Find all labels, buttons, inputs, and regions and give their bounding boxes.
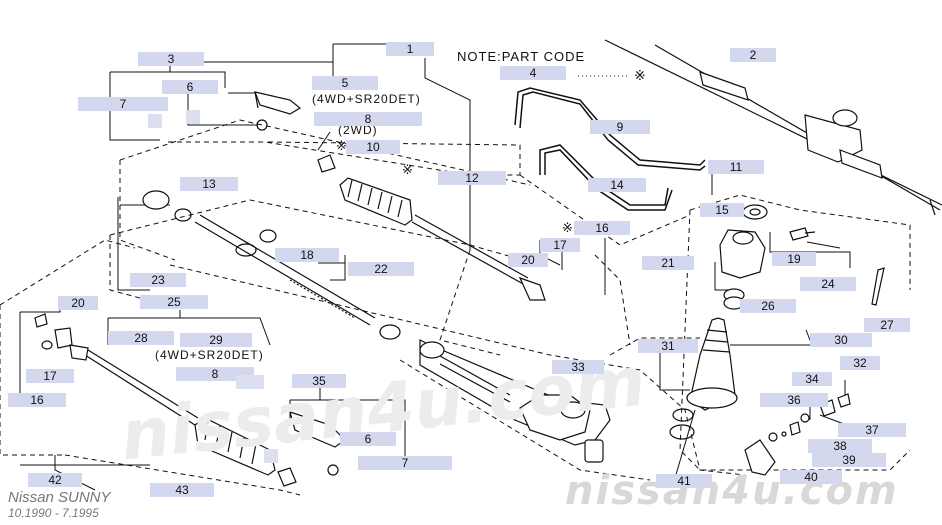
- part-callout-e3[interactable]: [148, 114, 162, 128]
- part-callout-c22[interactable]: 22: [348, 262, 414, 276]
- part-callout-e4[interactable]: [186, 110, 200, 124]
- part-callout-c8a[interactable]: 8: [314, 112, 422, 126]
- part-callout-c20a[interactable]: 20: [508, 253, 548, 267]
- rack-housing: [420, 340, 610, 462]
- part-callout-c33[interactable]: 33: [552, 360, 604, 374]
- part-callout-c16a[interactable]: 16: [574, 221, 630, 235]
- variant-4wd-lower: (4WD+SR20DET): [155, 348, 264, 362]
- part-callout-c12[interactable]: 12: [438, 171, 506, 185]
- boot-lower: [70, 345, 296, 486]
- variant-4wd-upper: (4WD+SR20DET): [312, 92, 421, 106]
- part-callout-c32[interactable]: 32: [840, 356, 880, 370]
- vehicle-period: 10.1990 - 7.1995: [8, 506, 99, 520]
- vehicle-name: Nissan SUNNY: [8, 489, 111, 506]
- part-callout-c1[interactable]: 1: [386, 42, 434, 56]
- part-callout-c26[interactable]: 26: [740, 299, 796, 313]
- part-callout-c35[interactable]: 35: [292, 374, 346, 388]
- part-callout-e2[interactable]: [264, 449, 278, 463]
- part-callout-c7b[interactable]: 7: [358, 456, 452, 470]
- watermark-bottom: nissan4u.com: [565, 468, 899, 514]
- part-callout-c40[interactable]: 40: [780, 470, 842, 484]
- part-callout-c4[interactable]: 4: [500, 66, 566, 80]
- part-callout-c23[interactable]: 23: [130, 273, 186, 287]
- part-callout-c29[interactable]: 29: [180, 333, 252, 347]
- part-callout-c17b[interactable]: 17: [26, 369, 74, 383]
- part-callout-c28[interactable]: 28: [108, 331, 174, 345]
- note-text: NOTE:PART CODE: [457, 49, 586, 64]
- part-callout-e1[interactable]: [236, 375, 264, 389]
- part-callout-c19[interactable]: 19: [772, 252, 816, 266]
- part-callout-c21[interactable]: 21: [642, 256, 694, 270]
- part-callout-c9[interactable]: 9: [590, 120, 650, 134]
- part-callout-c27[interactable]: 27: [864, 318, 910, 332]
- part-callout-c41[interactable]: 41: [656, 474, 712, 488]
- variant-2wd: (2WD): [338, 123, 378, 137]
- marker-upper-boot: ※: [402, 162, 413, 177]
- part-callout-c18[interactable]: 18: [275, 248, 339, 262]
- part-callout-c3[interactable]: 3: [138, 52, 204, 66]
- right-hardware: [745, 228, 884, 475]
- part-callout-c13[interactable]: 13: [180, 177, 238, 191]
- part-callout-c10[interactable]: 10: [346, 140, 400, 154]
- part-callout-c8b[interactable]: 8: [176, 367, 254, 381]
- part-callout-c14[interactable]: 14: [588, 178, 646, 192]
- part-callout-c31[interactable]: 31: [638, 339, 698, 353]
- marker-10: ※: [336, 138, 347, 153]
- part-callout-c16b[interactable]: 16: [8, 393, 66, 407]
- part-callout-c7a[interactable]: 7: [78, 97, 168, 111]
- rack-bar: [143, 191, 400, 339]
- boot-upper: [340, 178, 545, 300]
- part-callout-c43[interactable]: 43: [150, 483, 214, 497]
- part-callout-c42[interactable]: 42: [28, 473, 82, 487]
- part-callout-c34[interactable]: 34: [792, 372, 832, 386]
- part-callout-c17a[interactable]: 17: [540, 238, 580, 252]
- part-callout-c11[interactable]: 11: [708, 160, 764, 174]
- part-callout-c24[interactable]: 24: [800, 277, 856, 291]
- part-callout-c37[interactable]: 37: [838, 423, 906, 437]
- dashed-outlines: [0, 120, 910, 495]
- part-callout-c15[interactable]: 15: [700, 203, 744, 217]
- note-marker: ※: [634, 67, 646, 83]
- part-callout-c2[interactable]: 2: [730, 48, 776, 62]
- marker-16: ※: [562, 220, 573, 235]
- part-callout-c38[interactable]: 38: [808, 439, 872, 453]
- part-callout-c6a[interactable]: 6: [162, 80, 218, 94]
- part-callout-c39[interactable]: 39: [812, 453, 886, 467]
- part-callout-c25[interactable]: 25: [140, 295, 208, 309]
- part-callout-c20b[interactable]: 20: [58, 296, 98, 310]
- pinion-valve: [670, 205, 767, 439]
- part-callout-c36[interactable]: 36: [760, 393, 828, 407]
- part-callout-c6b[interactable]: 6: [340, 432, 396, 446]
- part-callout-c30[interactable]: 30: [810, 333, 872, 347]
- part-callout-c5[interactable]: 5: [312, 76, 378, 90]
- complete-assembly: [605, 40, 942, 215]
